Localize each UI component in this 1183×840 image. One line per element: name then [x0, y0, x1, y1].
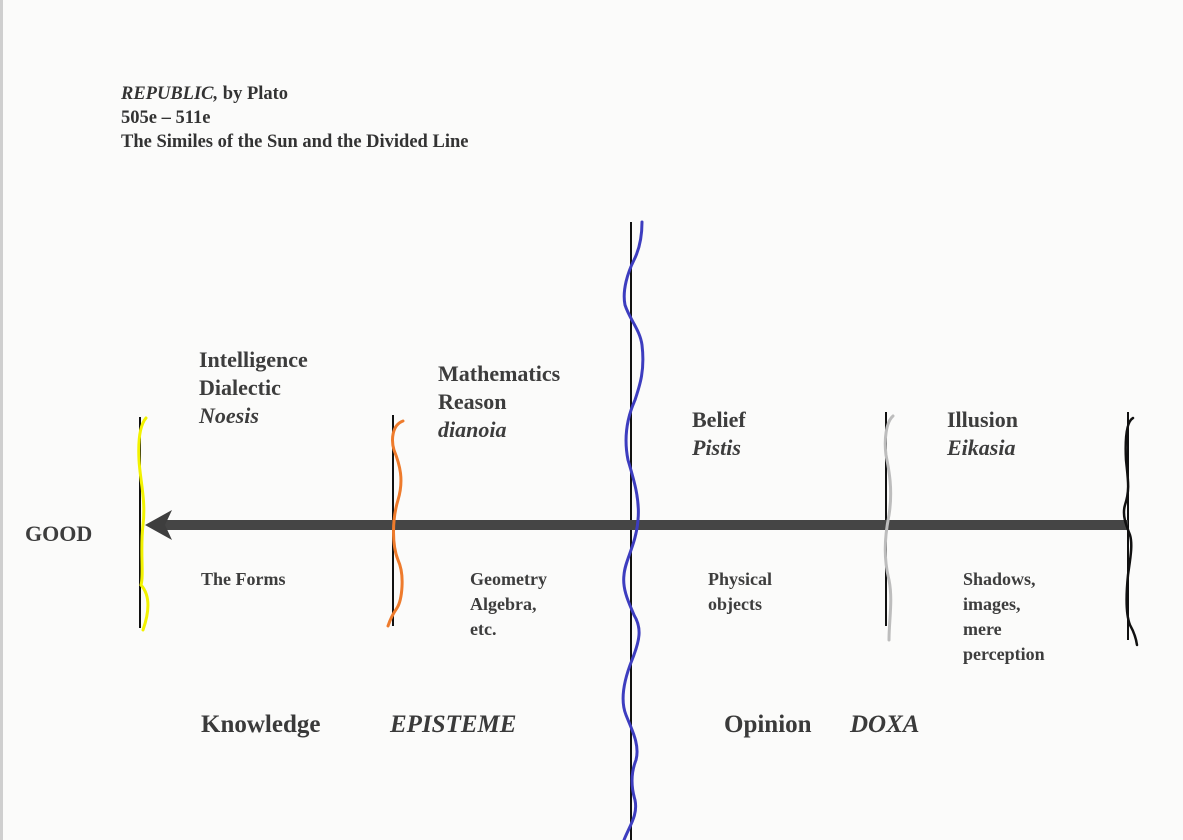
segment-eikasia-heading: Illusion Eikasia [947, 406, 1018, 462]
object-geometry: Geometry [470, 569, 547, 589]
faculty-dialectic: Dialectic [199, 375, 281, 400]
faculty-intelligence: Intelligence [199, 347, 308, 372]
segment-noesis-objects: The Forms [201, 567, 286, 592]
subtitle: The Similes of the Sun and the Divided L… [121, 132, 469, 152]
segment-eikasia-objects: Shadows, images, mere perception [963, 567, 1045, 667]
object-algebra: Algebra, [470, 594, 537, 614]
greek-eikasia: Eikasia [947, 435, 1016, 460]
object-mere: mere [963, 619, 1002, 639]
segment-pistis-objects: Physical objects [708, 567, 772, 617]
stephanus-reference: 505e – 511e [121, 108, 211, 128]
object-objects: objects [708, 594, 762, 614]
realm-knowledge-label: Knowledge [201, 711, 321, 738]
author: by Plato [218, 84, 289, 104]
realm-episteme-label: EPISTEME [390, 711, 517, 738]
object-physical: Physical [708, 569, 773, 589]
object-images: images, [963, 594, 1021, 614]
greek-dianoia: dianoia [438, 417, 507, 442]
faculty-mathematics: Mathematics [438, 361, 561, 386]
good-label: GOOD [25, 521, 93, 546]
title-line: REPUBLIC, by Plato [121, 82, 468, 106]
scan-edge [0, 0, 3, 840]
grey-wave [883, 414, 895, 642]
segment-dianoia-heading: Mathematics Reason dianoia [438, 360, 560, 444]
black-wave [1122, 416, 1139, 647]
greek-noesis: Noesis [199, 403, 259, 428]
faculty-illusion: Illusion [947, 407, 1018, 432]
object-forms: The Forms [201, 569, 286, 589]
document-header: REPUBLIC, by Plato 505e – 511e The Simil… [121, 82, 468, 154]
blue-wave [621, 220, 645, 840]
object-etc: etc. [470, 619, 497, 639]
object-shadows: Shadows, [963, 569, 1036, 589]
segment-pistis-heading: Belief Pistis [692, 406, 746, 462]
realm-doxa-label: DOXA [850, 711, 920, 738]
segment-dianoia-objects: Geometry Algebra, etc. [470, 567, 547, 642]
realm-opinion-label: Opinion [724, 711, 812, 738]
vertical-dividers [139, 222, 1129, 840]
arrow-to-good-icon [145, 510, 1128, 540]
faculty-belief: Belief [692, 407, 746, 432]
greek-pistis: Pistis [692, 435, 741, 460]
object-perception: perception [963, 644, 1045, 664]
book-title: REPUBLIC, [121, 84, 219, 104]
yellow-wave [137, 416, 150, 632]
segment-noesis-heading: Intelligence Dialectic Noesis [199, 346, 308, 430]
faculty-reason: Reason [438, 389, 507, 414]
orange-wave [386, 419, 405, 628]
